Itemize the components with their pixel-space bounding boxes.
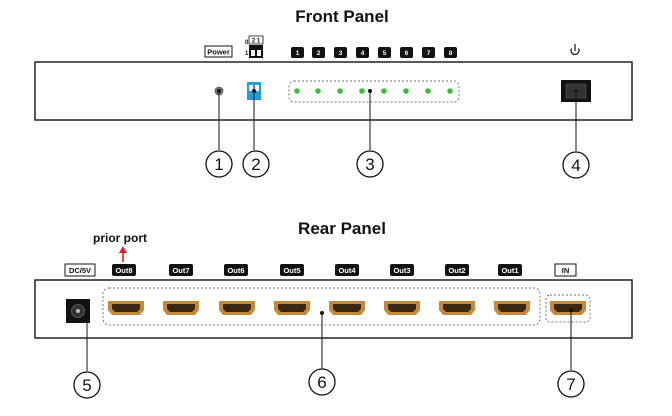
dip-top-numbers: 2 1 [252, 39, 261, 45]
prior-port-label: prior port [93, 231, 147, 245]
output-label: Out4 [338, 266, 356, 275]
output-label: Out2 [448, 266, 465, 275]
led-badge [356, 47, 369, 58]
led-indicators [294, 88, 453, 94]
callout-number: 3 [365, 155, 374, 174]
led-badge [378, 47, 391, 58]
led-indicator [381, 88, 387, 94]
callout-number: 4 [571, 156, 580, 175]
output-labels: Out8 Out7 Out6 Out5 Out4 Out3 Out2 Out1 [112, 264, 522, 276]
callout-circle [356, 150, 384, 178]
led-number: 2 [317, 50, 321, 57]
hdmi-port-out5 [274, 301, 310, 315]
front-callouts: 1 2 3 4 [205, 89, 590, 179]
power-symbol-icon [570, 44, 580, 56]
callout-number: 2 [251, 155, 260, 174]
led-badge [334, 47, 347, 58]
output-label-box [335, 264, 359, 276]
callout-number: 6 [317, 373, 326, 392]
led-number-badges: 1 2 3 4 5 6 7 8 [291, 47, 457, 58]
led-indicator [315, 88, 321, 94]
dc-label: DC/5V [69, 266, 91, 275]
dc-power-jack [66, 299, 90, 323]
output-label: Out1 [501, 266, 518, 275]
output-label-box [445, 264, 469, 276]
callout-circle [242, 150, 270, 178]
callout-circle [308, 368, 336, 396]
front-panel-body [34, 61, 633, 121]
dip-side-top: 0 [245, 40, 249, 46]
input-label: IN [562, 266, 570, 275]
dc-label-box [64, 263, 96, 277]
output-label-box [390, 264, 414, 276]
led-badge [444, 47, 457, 58]
led-indicator [403, 88, 409, 94]
front-panel-title: Front Panel [295, 7, 389, 26]
output-label: Out6 [227, 266, 244, 275]
led-indicator [337, 88, 343, 94]
hdmi-output-ports [108, 301, 530, 315]
hdmi-port-out1 [494, 301, 530, 315]
callout-circle [562, 151, 590, 179]
hdmi-port-in [550, 301, 586, 315]
rear-callouts: 5 6 7 [73, 308, 585, 399]
hdmi-port-out6 [219, 301, 255, 315]
led-badge [400, 47, 413, 58]
output-label: Out5 [283, 266, 300, 275]
callout-circle [205, 150, 233, 178]
output-label: Out8 [115, 266, 132, 275]
led-indicator [425, 88, 431, 94]
hdmi-port-out2 [439, 301, 475, 315]
power-label: Power [207, 48, 230, 57]
callout-circle [73, 371, 101, 399]
hdmi-port-out8 [108, 301, 144, 315]
led-number: 6 [405, 50, 409, 57]
output-label-box [112, 264, 136, 276]
led-badge [422, 47, 435, 58]
led-badge [312, 47, 325, 58]
hdmi-port-out3 [384, 301, 420, 315]
callout-number: 5 [82, 376, 91, 395]
output-label-box [498, 264, 522, 276]
led-group-outline [288, 80, 460, 103]
led-number: 7 [427, 50, 431, 57]
led-indicator [294, 88, 300, 94]
output-label-box [169, 264, 193, 276]
hdmi-port-out4 [329, 301, 365, 315]
output-label-box [280, 264, 304, 276]
led-number: 5 [383, 50, 387, 57]
rear-panel-title: Rear Panel [298, 219, 386, 238]
callout-circle [557, 370, 585, 398]
led-indicator [447, 88, 453, 94]
led-indicator [359, 88, 365, 94]
dip-side-bottom: 1 [245, 51, 249, 57]
prior-port-arrow-icon [119, 246, 127, 262]
input-port-outline [545, 294, 591, 323]
led-badge [291, 47, 304, 58]
led-number: 1 [296, 50, 300, 57]
callout-number: 1 [214, 155, 223, 174]
callout-number: 7 [566, 375, 575, 394]
hdmi-port-out7 [163, 301, 199, 315]
input-label-box [554, 263, 577, 277]
power-label-box [204, 45, 233, 58]
output-label: Out7 [172, 266, 189, 275]
led-number: 3 [339, 50, 343, 57]
output-label: Out3 [393, 266, 410, 275]
output-label-box [224, 264, 248, 276]
dip-switch-legend: 0 1 2 1 [245, 35, 264, 58]
led-number: 8 [449, 50, 453, 57]
led-number: 4 [361, 50, 365, 57]
